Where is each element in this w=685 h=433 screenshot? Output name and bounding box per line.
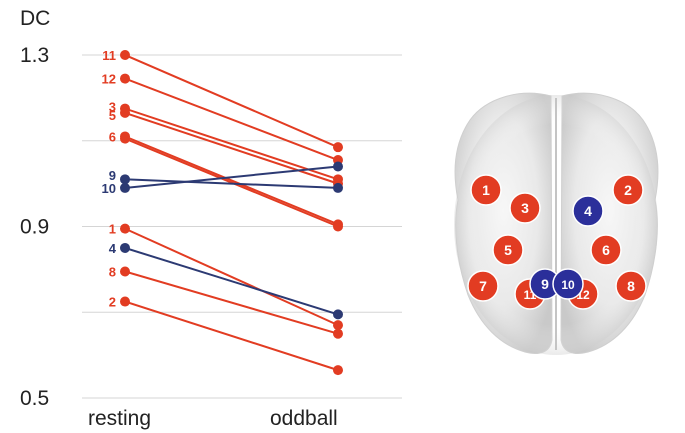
brain-node-10: 10 <box>552 268 584 300</box>
brain-node-marker <box>509 192 541 224</box>
data-point <box>333 221 343 232</box>
series-10 <box>120 161 343 193</box>
brain-node-2: 2 <box>612 174 644 206</box>
data-point <box>120 182 130 193</box>
series-label: 1 <box>109 222 116 237</box>
brain-node-marker <box>572 195 604 227</box>
brain-node-label: 4 <box>584 203 592 219</box>
series-line <box>124 270 339 335</box>
x-tick-label: resting <box>88 407 151 430</box>
series-label: 10 <box>102 181 116 196</box>
series-8 <box>120 266 343 339</box>
axis-layer: DC 1.3 0.9 0.5 resting oddball <box>20 7 338 430</box>
brain-node-label: 3 <box>521 200 529 216</box>
y-tick-label: 0.9 <box>20 216 49 239</box>
brain-node-1: 1 <box>470 174 502 206</box>
series-line <box>124 135 339 226</box>
series-line <box>124 227 339 327</box>
series-layer <box>120 50 343 376</box>
brain-node-marker <box>470 174 502 206</box>
brain-node-label: 7 <box>479 278 487 294</box>
y-tick-label: 0.5 <box>20 387 49 410</box>
series-line <box>124 246 339 316</box>
series-line <box>124 165 339 189</box>
series-4 <box>120 242 343 320</box>
data-point <box>333 328 343 339</box>
brain-node-4: 4 <box>572 195 604 227</box>
brain-node-marker <box>552 268 584 300</box>
brain-node-label: 6 <box>602 242 610 258</box>
series-line <box>124 107 339 181</box>
brain-node-label: 5 <box>504 242 512 258</box>
data-point <box>120 174 130 185</box>
series-line <box>124 137 339 228</box>
brain-node-marker <box>590 234 622 266</box>
data-point <box>120 133 130 144</box>
x-tick-label: oddball <box>270 407 338 430</box>
data-point <box>333 365 343 376</box>
series-label: 11 <box>102 48 116 63</box>
brain-node-6: 6 <box>590 234 622 266</box>
data-point <box>120 266 130 277</box>
series-1 <box>120 223 343 331</box>
brain-node-marker <box>492 234 524 266</box>
series-label: 2 <box>109 295 116 310</box>
brain-node-label: 1 <box>482 182 490 198</box>
data-point <box>333 182 343 193</box>
brain-node-5: 5 <box>492 234 524 266</box>
series-label: 6 <box>109 129 116 144</box>
brain-node-8: 8 <box>615 270 647 302</box>
data-point <box>120 223 130 234</box>
data-point <box>120 107 130 118</box>
series-label: 5 <box>109 108 116 123</box>
series-line <box>124 77 339 161</box>
series-label: 3 <box>109 99 116 114</box>
series-3 <box>120 103 343 185</box>
data-point <box>120 50 130 60</box>
brain-node-label: 10 <box>561 278 575 292</box>
data-point <box>120 73 130 84</box>
series-line <box>124 54 339 149</box>
series-label: 12 <box>102 72 116 87</box>
series-9 <box>120 174 343 193</box>
brain-node-marker <box>612 174 644 206</box>
data-point <box>333 320 343 331</box>
data-point <box>333 161 343 172</box>
brain-node-label: 2 <box>624 182 632 198</box>
brain-node-label: 8 <box>627 278 635 294</box>
series-label: 9 <box>109 168 116 183</box>
data-point <box>120 242 130 253</box>
brain-node-3: 3 <box>509 192 541 224</box>
series-11 <box>120 50 343 153</box>
data-point <box>333 309 343 320</box>
data-point <box>120 296 130 307</box>
brain-node-label: 9 <box>541 276 549 292</box>
series-2 <box>120 296 343 376</box>
data-point <box>333 142 343 153</box>
series-6 <box>120 133 343 232</box>
y-axis-label: DC <box>20 7 50 30</box>
brain-node-marker <box>467 270 499 302</box>
y-tick-label: 1.3 <box>20 44 49 67</box>
series-line <box>124 178 339 189</box>
series-label: 4 <box>109 241 117 256</box>
brain-node-7: 7 <box>467 270 499 302</box>
series-line <box>124 111 339 185</box>
series-label: 8 <box>109 265 116 280</box>
brain-node-marker <box>615 270 647 302</box>
series-line <box>124 300 339 372</box>
